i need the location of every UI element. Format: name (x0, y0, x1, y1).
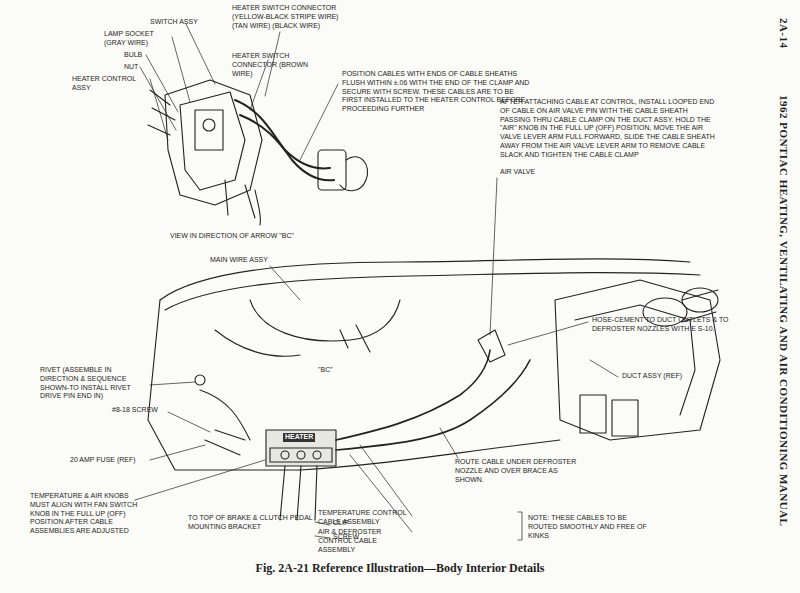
callout-label: HEATER CONTROL ASSY (72, 75, 152, 93)
callout-label: RIVET (ASSEMBLE IN DIRECTION & SEQUENCE … (40, 366, 150, 401)
callout-label: HEATER SWITCH CONNECTOR (BROWN WIRE) (232, 52, 320, 78)
page-header: 1962 PONTIAC HEATING, VENTILATING AND AI… (776, 95, 790, 526)
callout-label: SWITCH ASSY (150, 18, 198, 27)
callout-label: TEMPERATURE CONTROL CABLE ASSEMBLY (318, 509, 410, 527)
callout-label: HEATER (283, 433, 315, 442)
callout-label: TEMPERATURE & AIR KNOBS MUST ALIGN WITH … (30, 492, 142, 536)
callout-label: AFTER ATTACHING CABLE AT CONTROL, INSTAL… (500, 98, 715, 159)
callout-label: 20 AMP FUSE (REF) (70, 456, 136, 465)
callout-label: ROUTE CABLE UNDER DEFROSTER NOZZLE AND O… (455, 458, 580, 484)
callout-label: AIR & DEFROSTER CONTROL CABLE ASSEMBLY (318, 528, 410, 554)
callout-label: "BC" (318, 366, 333, 375)
callout-label: BULB (124, 51, 142, 60)
callout-label: HOSE-CEMENT TO DUCT OUTLETS & TO DEFROST… (592, 316, 730, 334)
callout-label: TO TOP OF BRAKE & CLUTCH PEDAL MOUNTING … (188, 514, 313, 532)
callout-label: LAMP SOCKET (GRAY WIRE) (104, 30, 164, 48)
callout-label: #8-18 SCREW (112, 406, 158, 415)
callout-label: DUCT ASSY (REF) (622, 372, 682, 381)
callout-label: NOTE: THESE CABLES TO BE ROUTED SMOOTHLY… (528, 514, 658, 540)
figure-caption: Fig. 2A-21 Reference Illustration—Body I… (0, 561, 800, 576)
callout-label: VIEW IN DIRECTION OF ARROW "BC" (170, 232, 294, 241)
page-header: 2A-14 (776, 18, 790, 49)
callout-label: MAIN WIRE ASSY (210, 256, 268, 265)
callout-label: NUT (124, 63, 138, 72)
callout-label: HEATER SWITCH CONNECTOR (YELLOW-BLACK ST… (232, 4, 344, 30)
callout-label: AIR VALVE (500, 168, 535, 177)
